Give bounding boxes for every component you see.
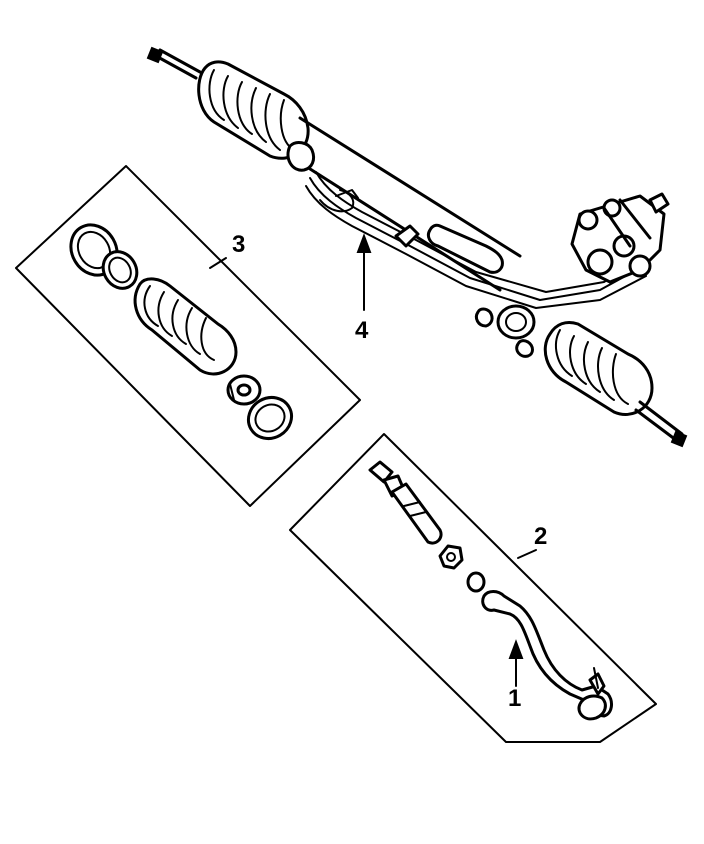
boot-kit-small-clamp: [101, 250, 139, 290]
callout-1-label: 1: [508, 685, 521, 712]
rack-housing-tube: [286, 116, 522, 292]
outer-tie-rod-end: [481, 590, 613, 721]
boot-kit-bushing: [226, 374, 262, 406]
callout-4-label: 4: [355, 317, 369, 344]
rack-right-inner-tie-rod: [634, 400, 688, 448]
callout-3-leader: [209, 257, 227, 269]
callout-2-label: 2: [534, 523, 547, 550]
callout-3-label: 3: [232, 231, 245, 258]
rack-center-fitting: [474, 304, 536, 358]
steering-rack-assembly: [146, 46, 688, 448]
callout-2-leader: [517, 549, 537, 559]
jam-nut: [438, 544, 464, 570]
rack-valve-body: [570, 192, 670, 284]
callout-1-leader: [508, 639, 524, 687]
callout-4-leader: [356, 233, 372, 311]
inner-tie-rod: [368, 460, 443, 545]
boot-kit-group-frame: [15, 165, 361, 507]
rack-right-boot: [543, 320, 654, 416]
rack-left-inner-tie-rod: [146, 46, 202, 80]
adjuster-sleeve: [466, 571, 486, 593]
boot-kit-bellows: [133, 277, 238, 376]
boot-kit-outer-clamp: [246, 395, 294, 441]
rack-fluid-lines: [305, 171, 647, 309]
tie-rod-kit-group-frame: [289, 433, 657, 743]
